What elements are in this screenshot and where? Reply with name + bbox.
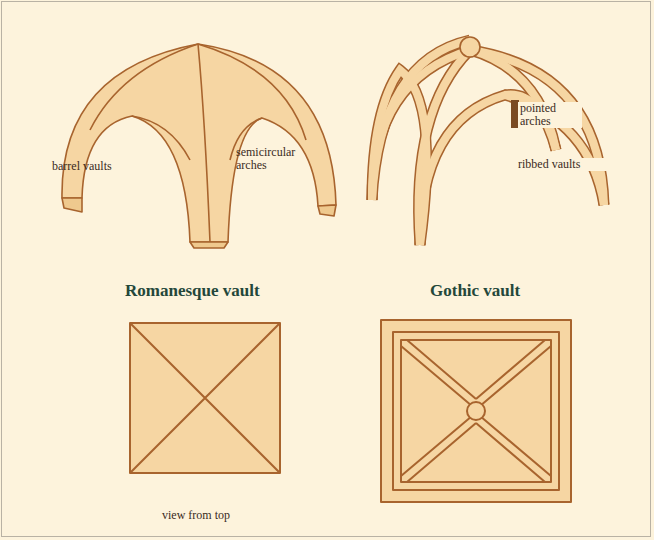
view-caption: view from top bbox=[162, 509, 230, 522]
part-label: semicircular arches bbox=[236, 146, 308, 172]
part-label: ribbed vaults bbox=[516, 158, 610, 171]
part-label: barrel vaults bbox=[52, 160, 142, 173]
vault-heading: Gothic vault bbox=[430, 281, 520, 301]
part-label: pointed arches bbox=[518, 102, 582, 128]
vault-heading: Romanesque vault bbox=[125, 281, 260, 301]
romanesque-vault bbox=[62, 44, 336, 242]
